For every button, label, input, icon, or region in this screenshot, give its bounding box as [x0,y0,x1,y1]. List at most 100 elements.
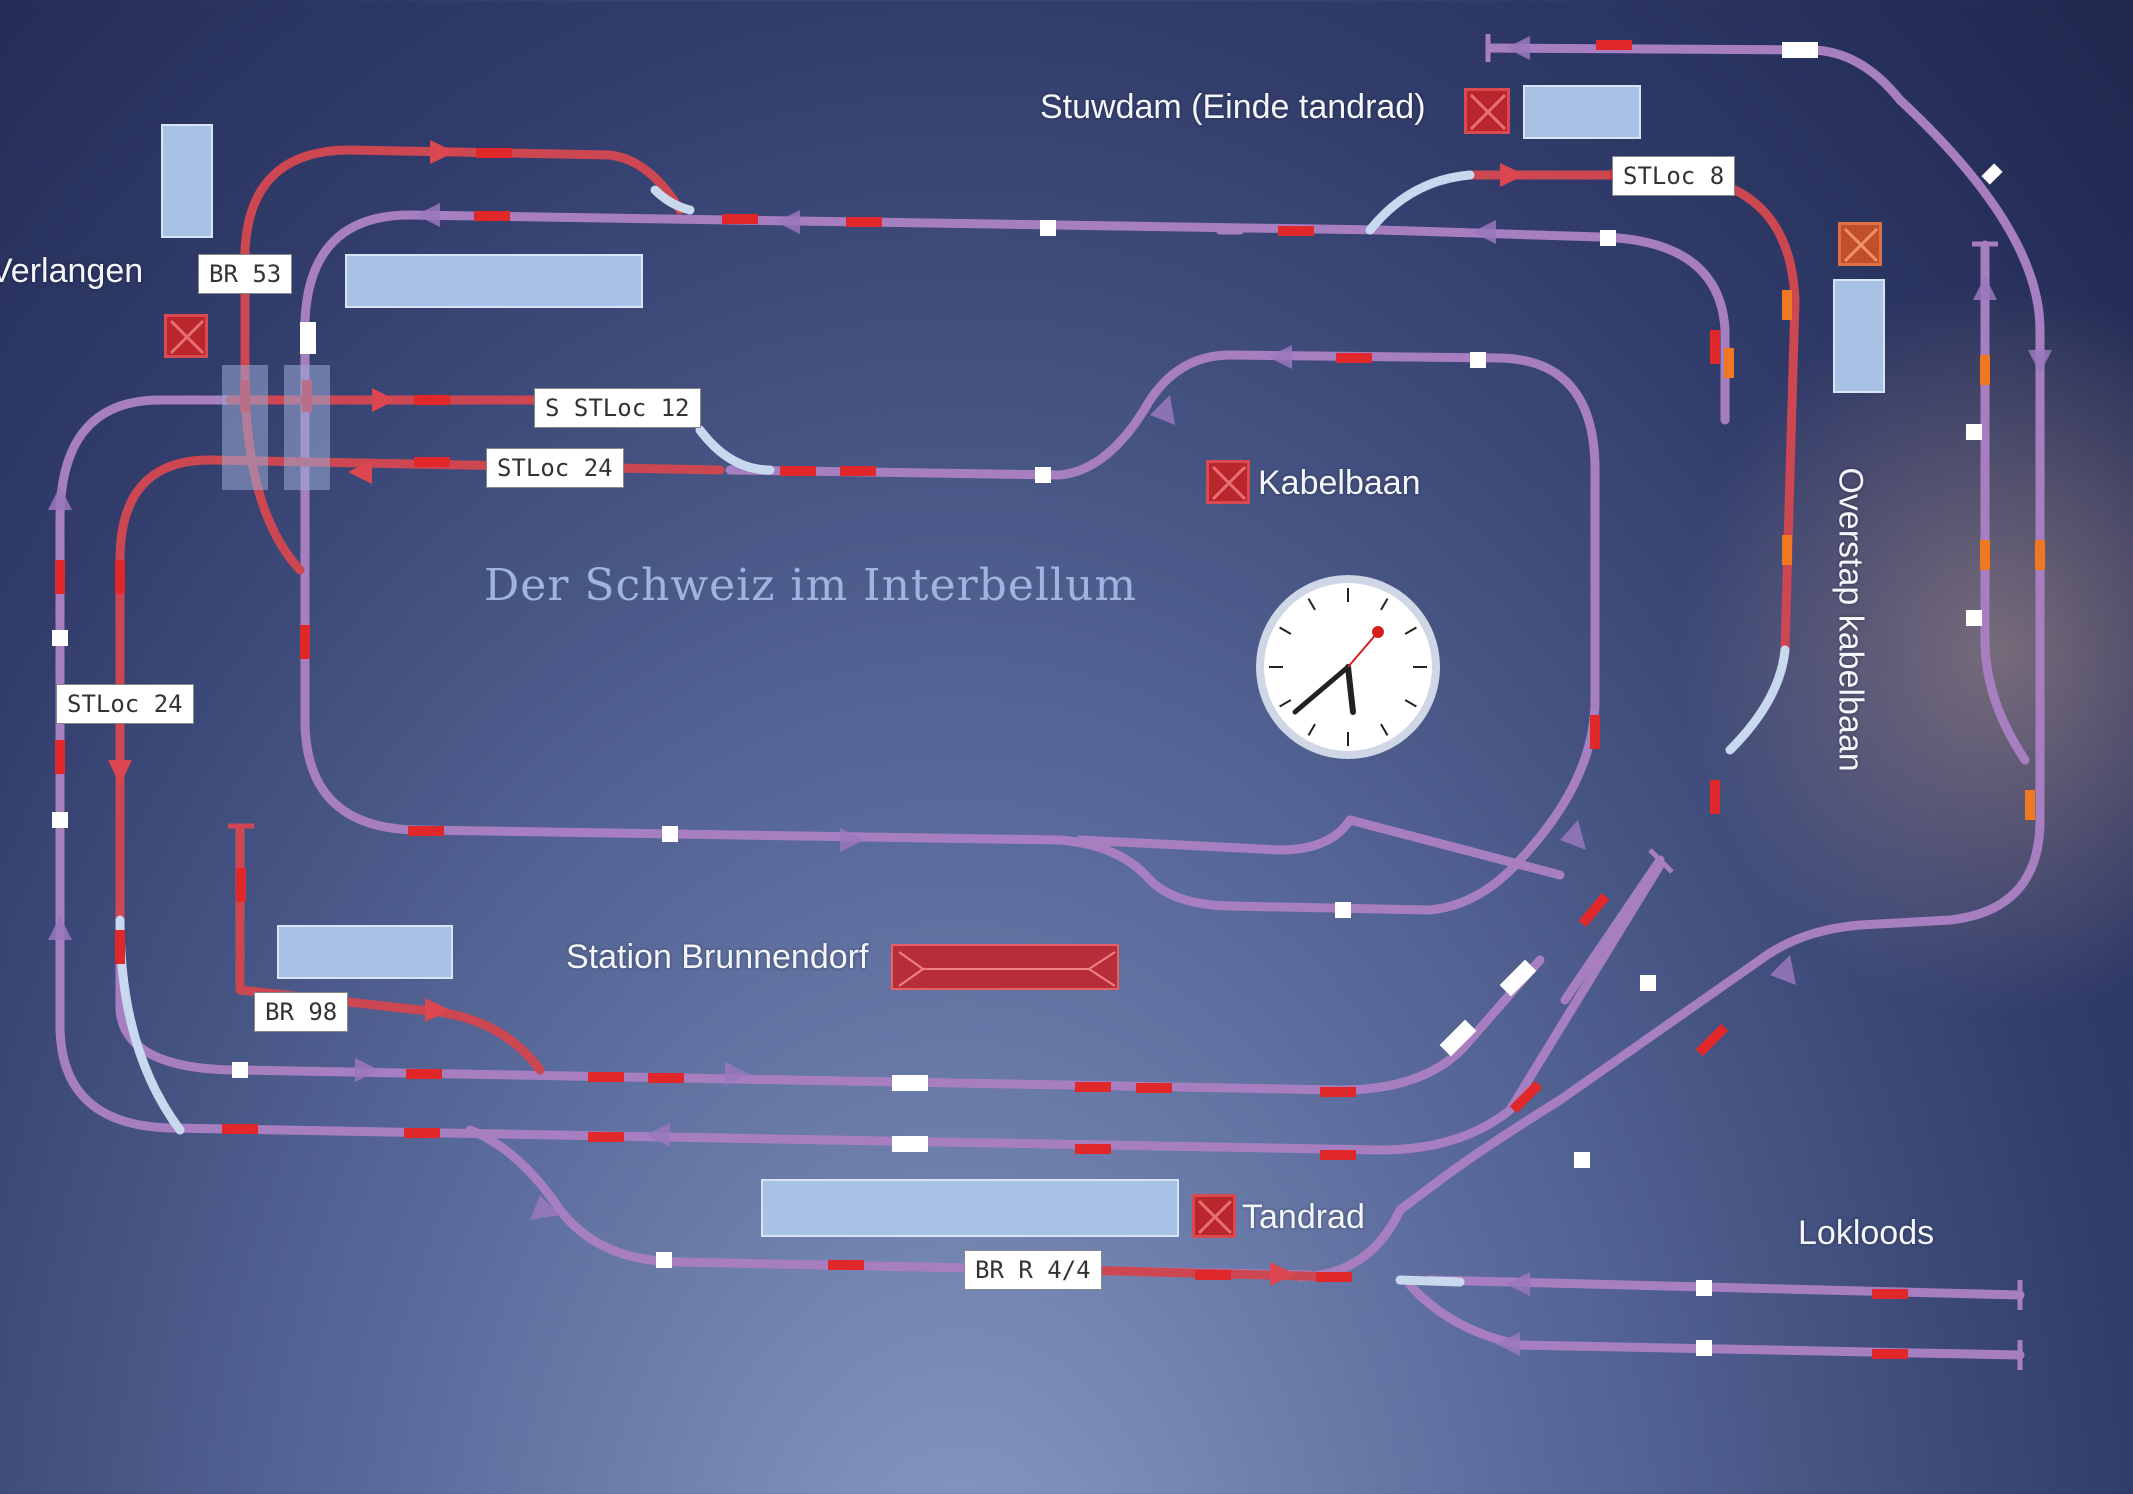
segment[interactable] [414,457,450,467]
crossing-block[interactable] [222,365,268,490]
sensor[interactable] [1782,42,1818,58]
loc-tag-br53[interactable]: BR 53 [198,254,293,294]
segment[interactable] [1578,892,1610,928]
sensor[interactable] [1966,424,1982,440]
segment[interactable] [846,217,882,227]
route-top-left[interactable] [240,145,685,380]
track-inner-loop[interactable] [300,210,1600,915]
segment[interactable] [222,1124,258,1134]
switch-lower-right[interactable] [1395,1275,1465,1287]
switch-mid[interactable] [695,425,775,475]
segment[interactable] [1782,290,1792,320]
track-lower-mid[interactable] [1075,815,1565,880]
segment[interactable] [1075,1144,1111,1154]
sensor[interactable] [1696,1340,1712,1356]
segment[interactable] [648,1073,684,1083]
sensor[interactable] [1966,610,1982,626]
signal-overstap[interactable] [1838,222,1882,266]
loc-tag-stloc8[interactable]: STLoc 8 [1612,156,1736,196]
segment[interactable] [1590,715,1600,749]
route-br98[interactable] [235,825,545,1075]
signal-verlangen[interactable] [164,314,208,358]
sensor[interactable] [1439,1019,1477,1057]
track-lower-diagonal[interactable] [465,1125,1315,1280]
segment[interactable] [1336,353,1372,363]
sensor[interactable] [52,630,68,646]
segment[interactable] [1136,1083,1172,1093]
signal-kabelbaan[interactable] [1206,460,1250,504]
segment[interactable] [1509,1080,1543,1114]
segment[interactable] [476,148,512,158]
signal-stuwdam[interactable] [1464,88,1510,134]
loc-tag-stloc24-left[interactable]: STLoc 24 [56,684,194,724]
segment[interactable] [2025,790,2035,820]
platform-block[interactable] [161,124,213,238]
segment[interactable] [780,466,816,476]
platform-block[interactable] [345,254,643,308]
segment[interactable] [1710,780,1720,814]
sensor[interactable] [1696,1280,1712,1296]
segment[interactable] [1980,355,1990,385]
segment[interactable] [1782,535,1792,565]
track-left-outer[interactable] [55,395,1665,1155]
segment[interactable] [1872,1349,1908,1359]
segment[interactable] [1278,226,1314,236]
segment[interactable] [1980,540,1990,570]
track-far-inner[interactable] [1980,240,2030,765]
sensor[interactable] [300,322,316,354]
platform-block[interactable] [277,925,453,979]
segment[interactable] [115,560,125,594]
sensor[interactable] [892,1136,928,1152]
segment[interactable] [828,1260,864,1270]
sensor[interactable] [1574,1152,1590,1168]
sensor[interactable] [52,812,68,828]
segment[interactable] [1320,1087,1356,1097]
switch-right[interactable] [1725,645,1790,755]
segment[interactable] [1872,1289,1908,1299]
sensor[interactable] [232,1062,248,1078]
segment[interactable] [722,214,758,224]
segment[interactable] [1695,1023,1729,1057]
segment[interactable] [406,1069,442,1079]
switch-left[interactable] [115,915,185,1135]
segment[interactable] [474,211,510,221]
sensor[interactable] [656,1252,672,1268]
sensor[interactable] [662,826,678,842]
segment[interactable] [1724,348,1734,378]
segment[interactable] [840,466,876,476]
station-brunnendorf-block[interactable] [891,944,1119,990]
segment[interactable] [1195,1270,1231,1280]
sensor[interactable] [1040,220,1056,236]
segment[interactable] [55,740,65,774]
segment[interactable] [300,625,310,659]
track-top-right[interactable] [1375,225,1730,425]
segment[interactable] [414,395,450,405]
segment[interactable] [115,930,125,964]
segment[interactable] [588,1132,624,1142]
signal-tandrad[interactable] [1192,1194,1236,1238]
sensor[interactable] [1600,230,1616,246]
segment[interactable] [55,560,65,594]
loc-tag-stloc24-top[interactable]: STLoc 24 [486,448,624,488]
sensor[interactable] [1499,959,1537,997]
track-left-siding[interactable] [1560,855,1665,1005]
sensor[interactable] [1035,467,1051,483]
platform-block[interactable] [1833,279,1885,393]
crossing-block[interactable] [284,365,330,490]
platform-block[interactable] [1523,85,1641,139]
segment[interactable] [1316,1272,1352,1282]
segment[interactable] [588,1072,624,1082]
sensor[interactable] [1640,975,1656,991]
segment[interactable] [408,826,444,836]
segment[interactable] [1075,1082,1111,1092]
route-stloc24[interactable] [115,455,725,925]
route-stloc8[interactable] [1465,170,1800,655]
sensor[interactable] [1470,352,1486,368]
switch-top-right[interactable] [1365,170,1475,235]
sensor[interactable] [1335,902,1351,918]
segment[interactable] [236,868,246,902]
segment[interactable] [1320,1150,1356,1160]
segment[interactable] [404,1128,440,1138]
switch-top-left[interactable] [650,185,695,215]
loc-tag-stloc12[interactable]: S STLoc 12 [534,388,701,428]
